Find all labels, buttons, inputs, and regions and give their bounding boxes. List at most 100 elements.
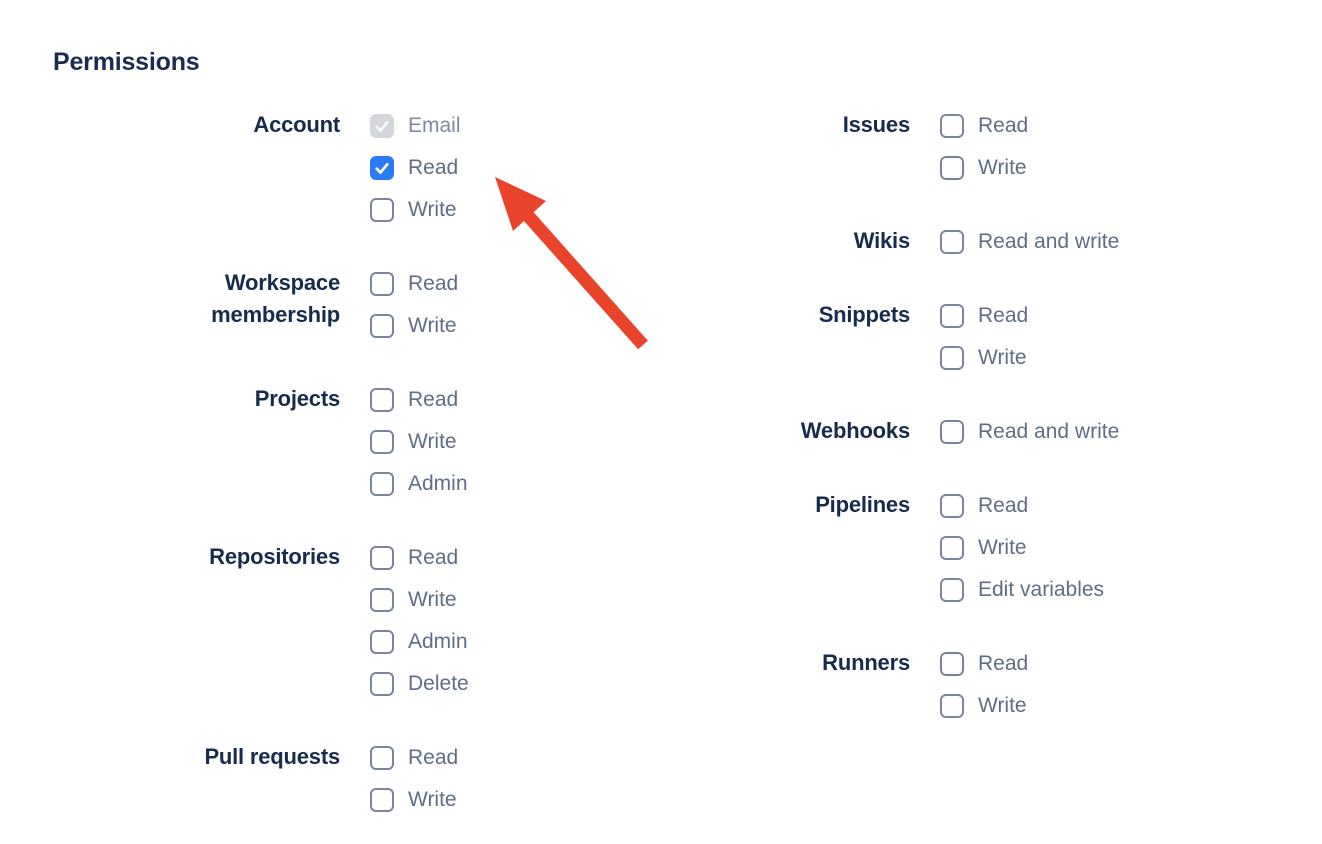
checkbox-issues-write[interactable]	[940, 156, 964, 180]
permission-row-snippets-write[interactable]: Write	[940, 337, 1028, 379]
group-label-pull-requests: Pull requests	[204, 744, 340, 769]
permission-row-pull-requests-write[interactable]: Write	[370, 779, 458, 821]
checkbox-workspace-membership-read[interactable]	[370, 272, 394, 296]
permission-row-projects-admin[interactable]: Admin	[370, 463, 468, 505]
checkbox-snippets-read[interactable]	[940, 304, 964, 328]
checkbox-label: Read	[978, 494, 1029, 517]
checkbox-label: Write	[978, 536, 1027, 559]
checkbox-wikis-read-and-write[interactable]	[940, 230, 964, 254]
permission-row-workspace-membership-write[interactable]: Write	[370, 305, 458, 347]
permission-row-projects-read[interactable]: Read	[370, 379, 468, 421]
permission-row-wikis-read-and-write[interactable]: Read and write	[940, 221, 1119, 263]
permission-group-webhooks: Webhooks Read and write	[700, 411, 1119, 453]
checkbox-repositories-delete[interactable]	[370, 672, 394, 696]
checkbox-repositories-write[interactable]	[370, 588, 394, 612]
permission-row-account-read[interactable]: Read	[370, 147, 461, 189]
permission-row-pull-requests-read[interactable]: Read	[370, 737, 458, 779]
group-label-repositories: Repositories	[209, 544, 340, 569]
permission-row-projects-write[interactable]: Write	[370, 421, 468, 463]
checkbox-account-write[interactable]	[370, 198, 394, 222]
permissions-heading: Permissions	[53, 48, 200, 76]
checkbox-label: Read	[408, 272, 459, 295]
checkbox-pipelines-write[interactable]	[940, 536, 964, 560]
group-rows: Read and write	[940, 411, 1119, 453]
checkbox-label: Read and write	[978, 420, 1120, 443]
checkbox-pipelines-read[interactable]	[940, 494, 964, 518]
checkbox-account-read[interactable]	[370, 156, 394, 180]
checkbox-projects-read[interactable]	[370, 388, 394, 412]
checkbox-label: Write	[408, 588, 457, 611]
checkbox-label: Write	[408, 430, 457, 453]
permission-row-snippets-read[interactable]: Read	[940, 295, 1028, 337]
permission-row-runners-read[interactable]: Read	[940, 643, 1028, 685]
permission-row-webhooks-read-and-write[interactable]: Read and write	[940, 411, 1119, 453]
checkbox-label: Read	[408, 746, 459, 769]
permission-row-account-write[interactable]: Write	[370, 189, 461, 231]
checkbox-label: Admin	[408, 472, 468, 495]
group-label-runners: Runners	[822, 650, 910, 675]
group-label-wikis: Wikis	[853, 228, 910, 253]
checkbox-label: Read	[408, 388, 459, 411]
permission-row-workspace-membership-read[interactable]: Read	[370, 263, 458, 305]
group-rows: Read and write	[940, 221, 1119, 263]
permission-row-pipelines-read[interactable]: Read	[940, 485, 1104, 527]
checkbox-issues-read[interactable]	[940, 114, 964, 138]
checkbox-label: Read	[408, 546, 459, 569]
checkbox-label: Write	[978, 694, 1027, 717]
checkbox-workspace-membership-write[interactable]	[370, 314, 394, 338]
permission-row-repositories-admin[interactable]: Admin	[370, 621, 469, 663]
checkbox-label: Delete	[408, 672, 469, 695]
checkbox-projects-write[interactable]	[370, 430, 394, 454]
checkbox-label: Admin	[408, 630, 468, 653]
checkbox-account-email	[370, 114, 394, 138]
checkbox-snippets-write[interactable]	[940, 346, 964, 370]
checkbox-pull-requests-write[interactable]	[370, 788, 394, 812]
permission-row-repositories-write[interactable]: Write	[370, 579, 469, 621]
checkbox-label: Write	[408, 788, 457, 811]
permission-row-account-email[interactable]: Email	[370, 105, 461, 147]
permission-row-issues-read[interactable]: Read	[940, 105, 1028, 147]
red-arrow-head	[495, 177, 546, 231]
checkbox-pull-requests-read[interactable]	[370, 746, 394, 770]
checkbox-repositories-admin[interactable]	[370, 630, 394, 654]
permission-row-runners-write[interactable]: Write	[940, 685, 1028, 727]
permission-row-issues-write[interactable]: Write	[940, 147, 1028, 189]
checkbox-label: Write	[978, 156, 1027, 179]
permission-row-repositories-delete[interactable]: Delete	[370, 663, 469, 705]
group-label-pipelines: Pipelines	[815, 492, 910, 517]
checkbox-runners-read[interactable]	[940, 652, 964, 676]
permission-row-repositories-read[interactable]: Read	[370, 537, 469, 579]
check-icon	[375, 162, 389, 174]
checkbox-webhooks-read-and-write[interactable]	[940, 420, 964, 444]
check-icon	[375, 120, 389, 132]
permission-row-pipelines-edit-variables[interactable]: Edit variables	[940, 569, 1104, 611]
red-arrow-shaft	[517, 204, 648, 350]
checkbox-label: Write	[978, 346, 1027, 369]
checkbox-pipelines-edit-variables[interactable]	[940, 578, 964, 602]
checkbox-label: Write	[408, 198, 457, 221]
group-label-account: Account	[253, 112, 340, 137]
group-label-webhooks: Webhooks	[800, 418, 910, 443]
checkbox-label: Read	[978, 652, 1029, 675]
red-arrow-annotation	[495, 177, 648, 350]
checkbox-runners-write[interactable]	[940, 694, 964, 718]
checkbox-label: Edit variables	[978, 578, 1105, 601]
checkbox-label: Read	[408, 156, 459, 179]
group-label-workspace-membership: Workspace membership	[211, 270, 340, 327]
checkbox-repositories-read[interactable]	[370, 546, 394, 570]
permission-row-pipelines-write[interactable]: Write	[940, 527, 1104, 569]
checkbox-projects-admin[interactable]	[370, 472, 394, 496]
checkbox-label: Read and write	[978, 230, 1120, 253]
